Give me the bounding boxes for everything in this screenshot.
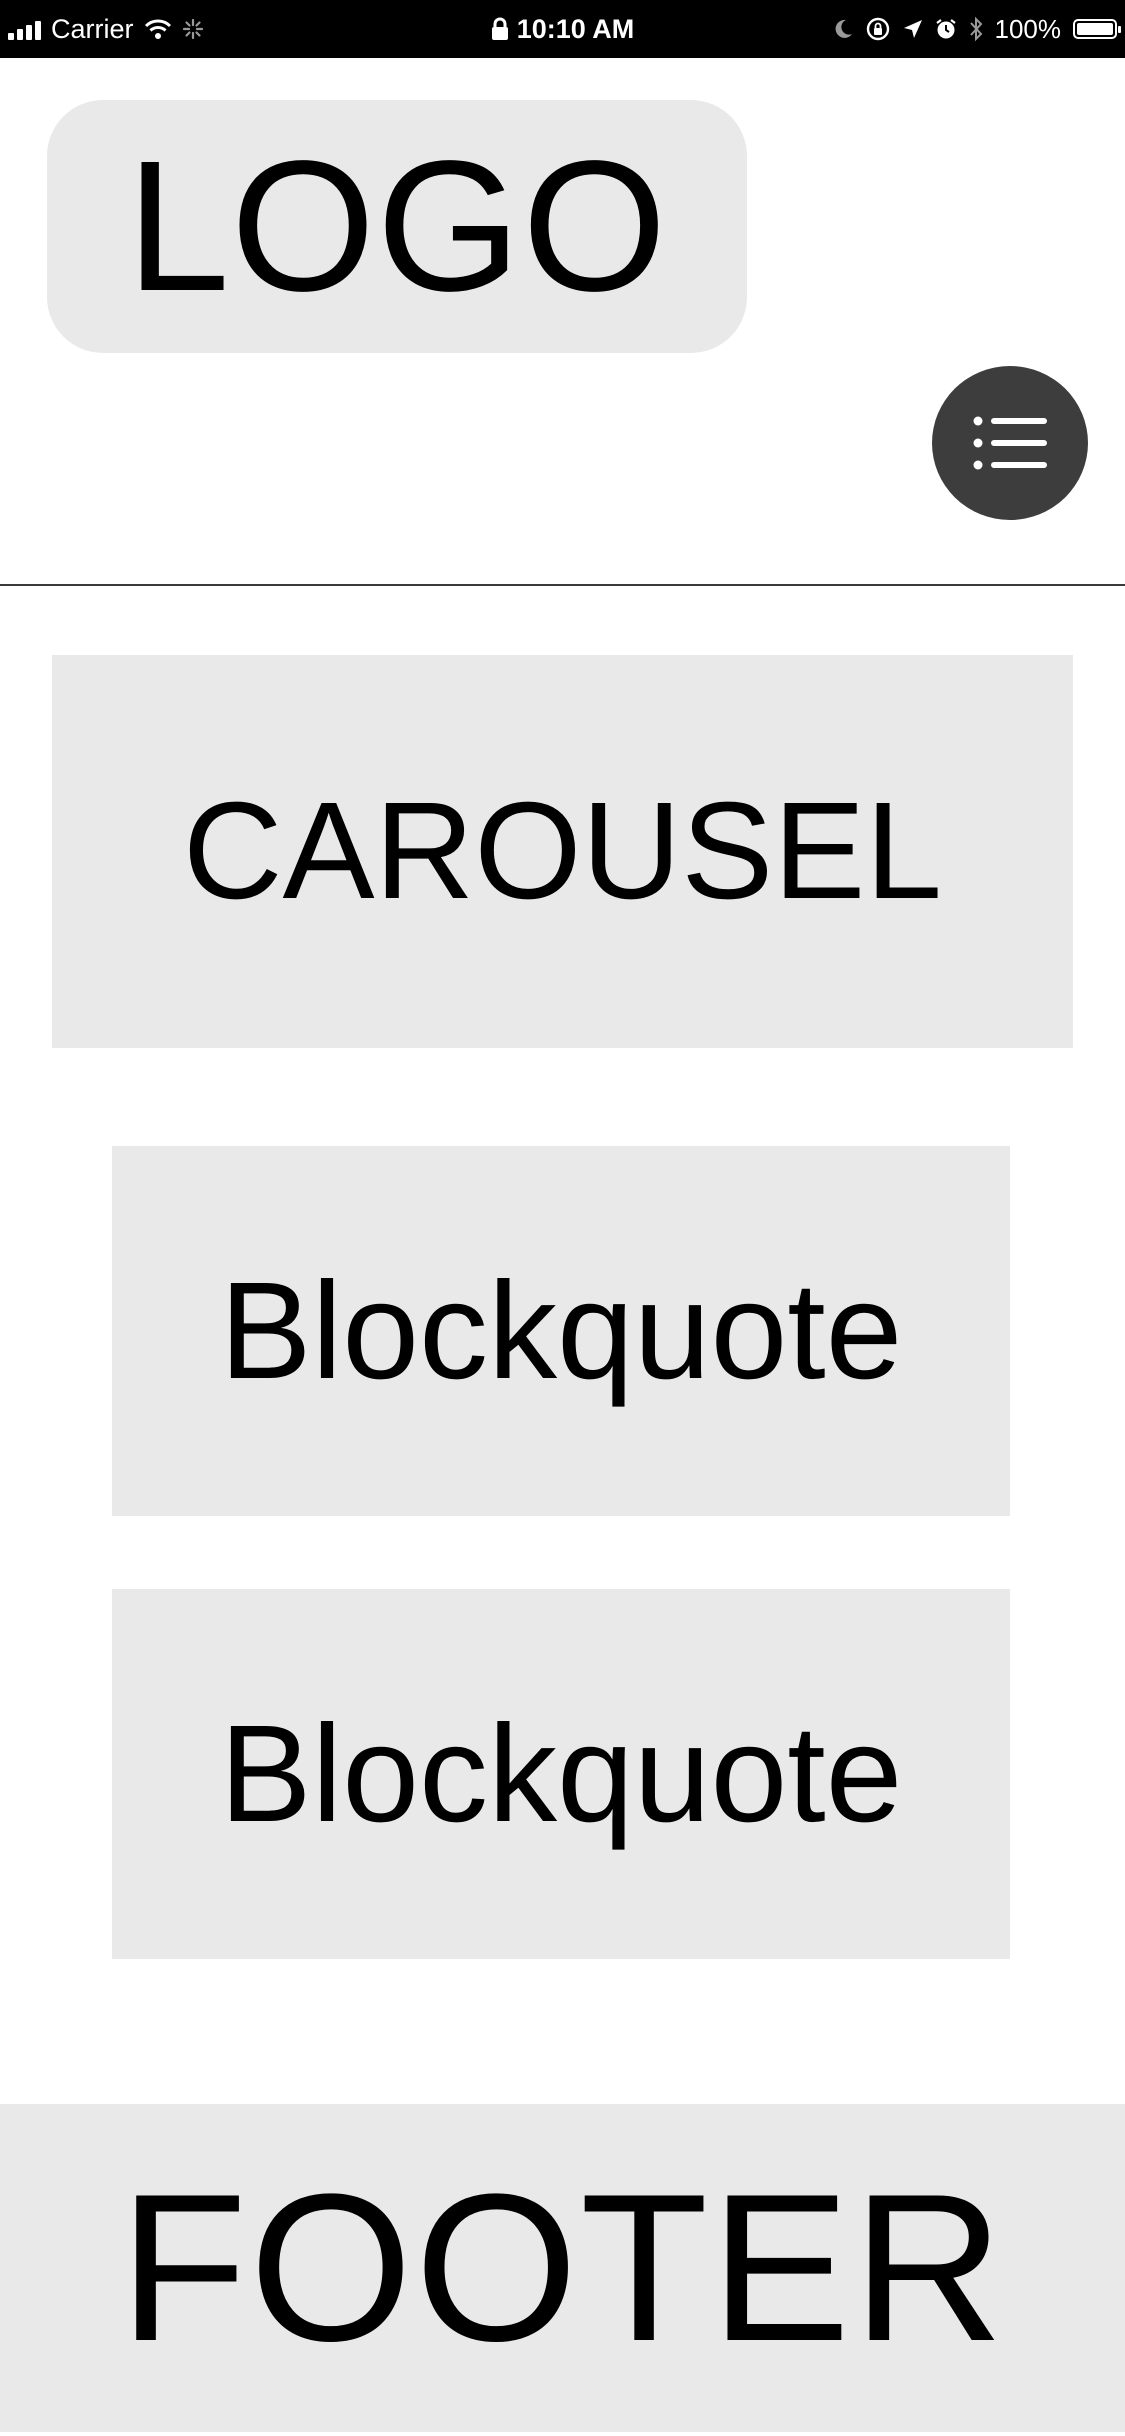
location-arrow-icon <box>903 20 922 38</box>
blockquote-label: Blockquote <box>219 1696 903 1851</box>
wifi-icon <box>144 19 171 39</box>
header-divider <box>0 584 1125 586</box>
menu-button[interactable] <box>932 366 1088 520</box>
moon-icon <box>835 19 852 38</box>
bluetooth-icon <box>969 16 982 42</box>
logo-text: LOGO <box>126 123 668 330</box>
carousel-label: CAROUSEL <box>182 774 943 928</box>
blockquote-label: Blockquote <box>219 1253 903 1408</box>
blockquote: Blockquote <box>112 1146 1010 1516</box>
footer: FOOTER <box>0 2104 1125 2432</box>
clock-time: 10:10 AM <box>516 13 635 44</box>
orientation-lock-icon <box>866 17 889 41</box>
battery-percent: 100% <box>994 13 1062 44</box>
logo: LOGO <box>47 100 747 353</box>
activity-spinner-icon <box>182 18 203 40</box>
list-menu-icon <box>973 416 1047 470</box>
carousel[interactable]: CAROUSEL <box>52 655 1073 1048</box>
status-bar: Carrier 10:10 AM <box>0 0 1125 58</box>
signal-icon <box>8 18 41 40</box>
lock-icon <box>491 17 508 40</box>
alarm-icon <box>935 19 956 39</box>
blockquote: Blockquote <box>112 1589 1010 1959</box>
battery-icon <box>1073 19 1121 39</box>
carrier-name: Carrier <box>51 13 134 44</box>
footer-label: FOOTER <box>119 2150 1006 2385</box>
